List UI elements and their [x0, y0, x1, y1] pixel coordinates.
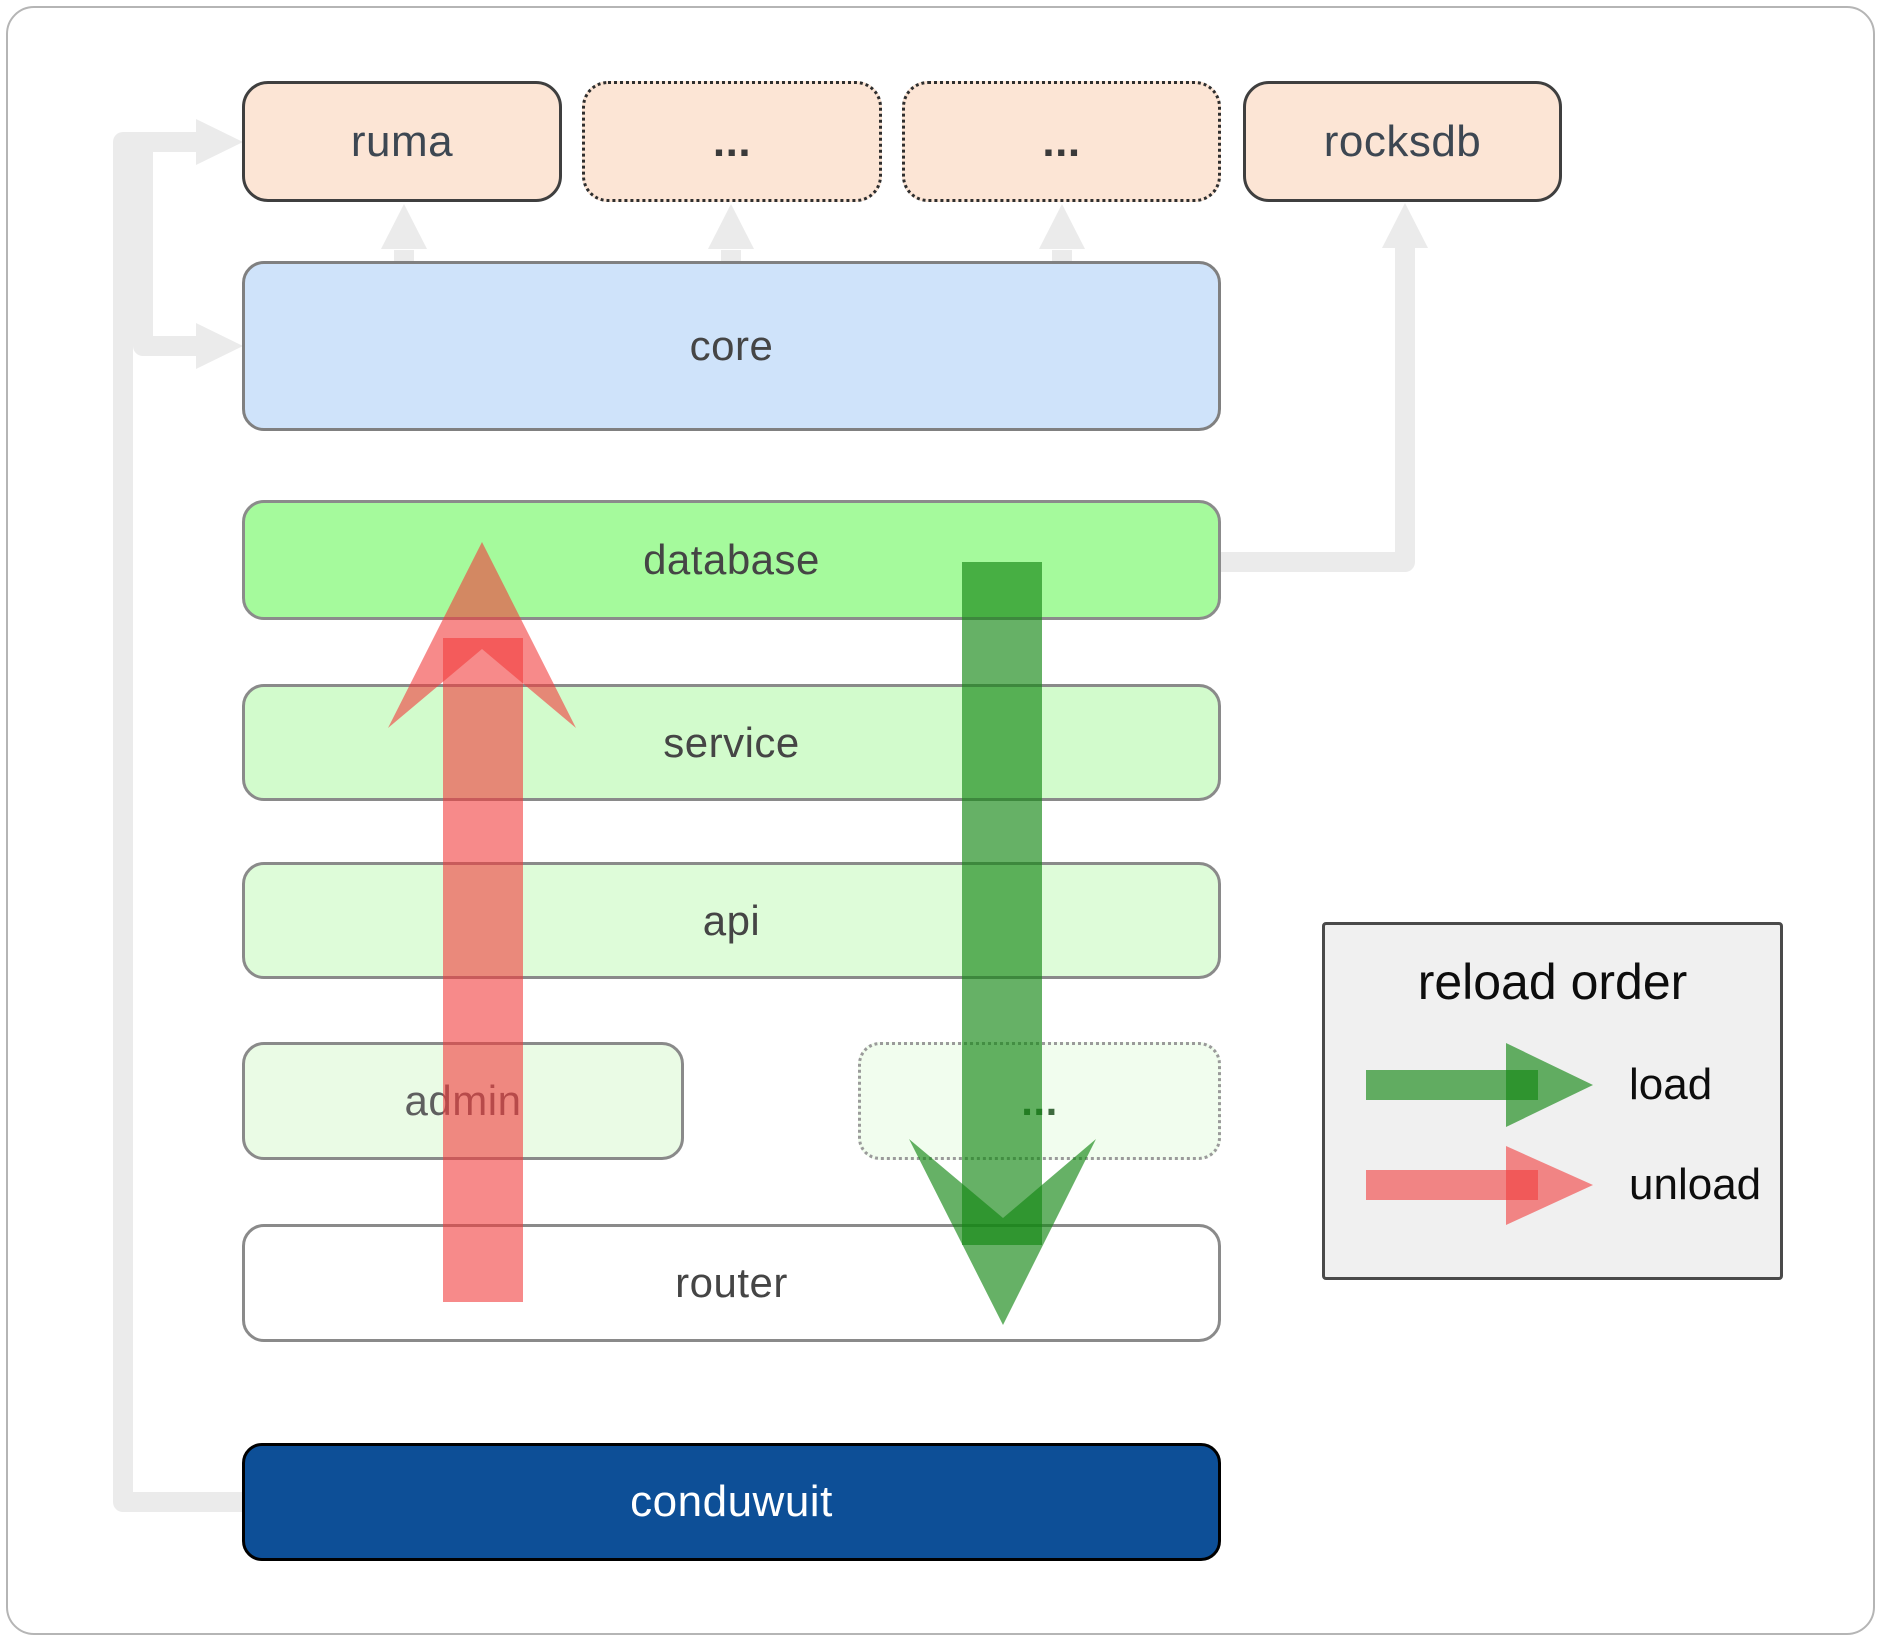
legend: reload order load unload	[1322, 922, 1783, 1280]
node-ruma: ruma	[242, 81, 562, 202]
legend-unload-arrow-stem	[1366, 1170, 1538, 1200]
legend-load-label: load	[1629, 1060, 1713, 1109]
legend-unload-arrow-icon	[1506, 1146, 1593, 1225]
node-module-ellipsis-3: ...	[858, 1042, 1221, 1160]
node-module-ellipsis-1: ...	[582, 81, 882, 202]
node-router: router	[242, 1224, 1221, 1342]
legend-unload-label: unload	[1629, 1160, 1762, 1209]
legend-title: reload order	[1417, 954, 1688, 1010]
node-core: core	[242, 261, 1221, 431]
node-module-ellipsis-2: ...	[902, 81, 1221, 202]
node-admin: admin	[242, 1042, 684, 1160]
node-service: service	[242, 684, 1221, 801]
node-conduwuit: conduwuit	[242, 1443, 1221, 1561]
outer-frame	[6, 6, 1875, 1635]
node-rocksdb: rocksdb	[1243, 81, 1562, 202]
legend-load-arrow-icon	[1506, 1043, 1593, 1127]
node-database: database	[242, 500, 1221, 620]
legend-load-arrow-stem	[1366, 1070, 1538, 1100]
node-api: api	[242, 862, 1221, 979]
